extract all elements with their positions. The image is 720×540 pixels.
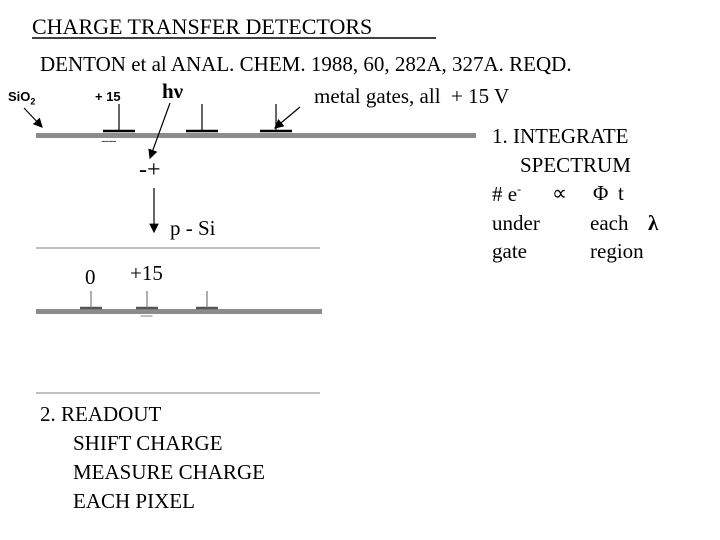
- sio2-layer-top: [36, 133, 476, 138]
- sio2-pointer-arrow: [23, 107, 43, 128]
- measure-charge-label: MEASURE CHARGE: [73, 460, 265, 484]
- lambda-symbol: λ: [648, 211, 659, 235]
- charge-pair-label: -+: [139, 157, 161, 183]
- metal-gates-text: metal gates, all: [314, 84, 441, 108]
- page-title: CHARGE TRANSFER DETECTORS: [32, 14, 373, 39]
- sio2-layer-bottom: [36, 309, 322, 314]
- sio2-label: SiO2: [8, 90, 35, 107]
- zero-voltage-label: 0: [85, 265, 96, 289]
- electron-count-line: # e-: [492, 183, 521, 205]
- sio2-subscript: 2: [30, 96, 36, 107]
- gate-voltage-label: + 15: [95, 89, 121, 104]
- integrate-heading: 1. INTEGRATE: [492, 124, 629, 148]
- charge-dashes-bottom: ----: [140, 308, 153, 322]
- gate-plus15-top: [103, 104, 135, 133]
- shift-charge-label: SHIFT CHARGE: [73, 431, 223, 455]
- plus15-second-label: +15: [130, 261, 163, 285]
- plus15v-text: + 15 V: [451, 84, 510, 108]
- sio2-main: SiO: [8, 89, 31, 104]
- under-label: under: [492, 211, 540, 235]
- gate-label: gate: [492, 239, 527, 263]
- proportional-symbol: ∝: [552, 181, 568, 205]
- region-label: region: [590, 239, 644, 263]
- phi-symbol: Φ: [593, 181, 609, 205]
- gate-plus15-bottom: [136, 291, 158, 310]
- gate-right-bottom: [196, 291, 218, 310]
- spectrum-label: SPECTRUM: [520, 153, 631, 177]
- electron-superscript: -: [517, 182, 522, 196]
- time-symbol: t: [618, 181, 624, 205]
- gate-zero-bottom: [80, 291, 102, 310]
- each-pixel-label: EACH PIXEL: [73, 489, 195, 513]
- gate-middle-top: [186, 104, 218, 133]
- charge-dashes-top: ----: [101, 132, 117, 148]
- electron-count-text: # e: [492, 182, 518, 206]
- readout-heading: 2. READOUT: [40, 402, 162, 426]
- photon-label: hν: [162, 79, 184, 103]
- p-si-label: p - Si: [170, 216, 216, 240]
- each-label: each: [590, 211, 629, 235]
- metal-gates-pointer-arrow: [274, 106, 301, 129]
- reference-line: DENTON et al ANAL. CHEM. 1988, 60, 282A,…: [40, 52, 572, 76]
- metal-gates-label: metal gates, all + 15 V: [314, 86, 509, 107]
- photon-arrow: [148, 102, 171, 160]
